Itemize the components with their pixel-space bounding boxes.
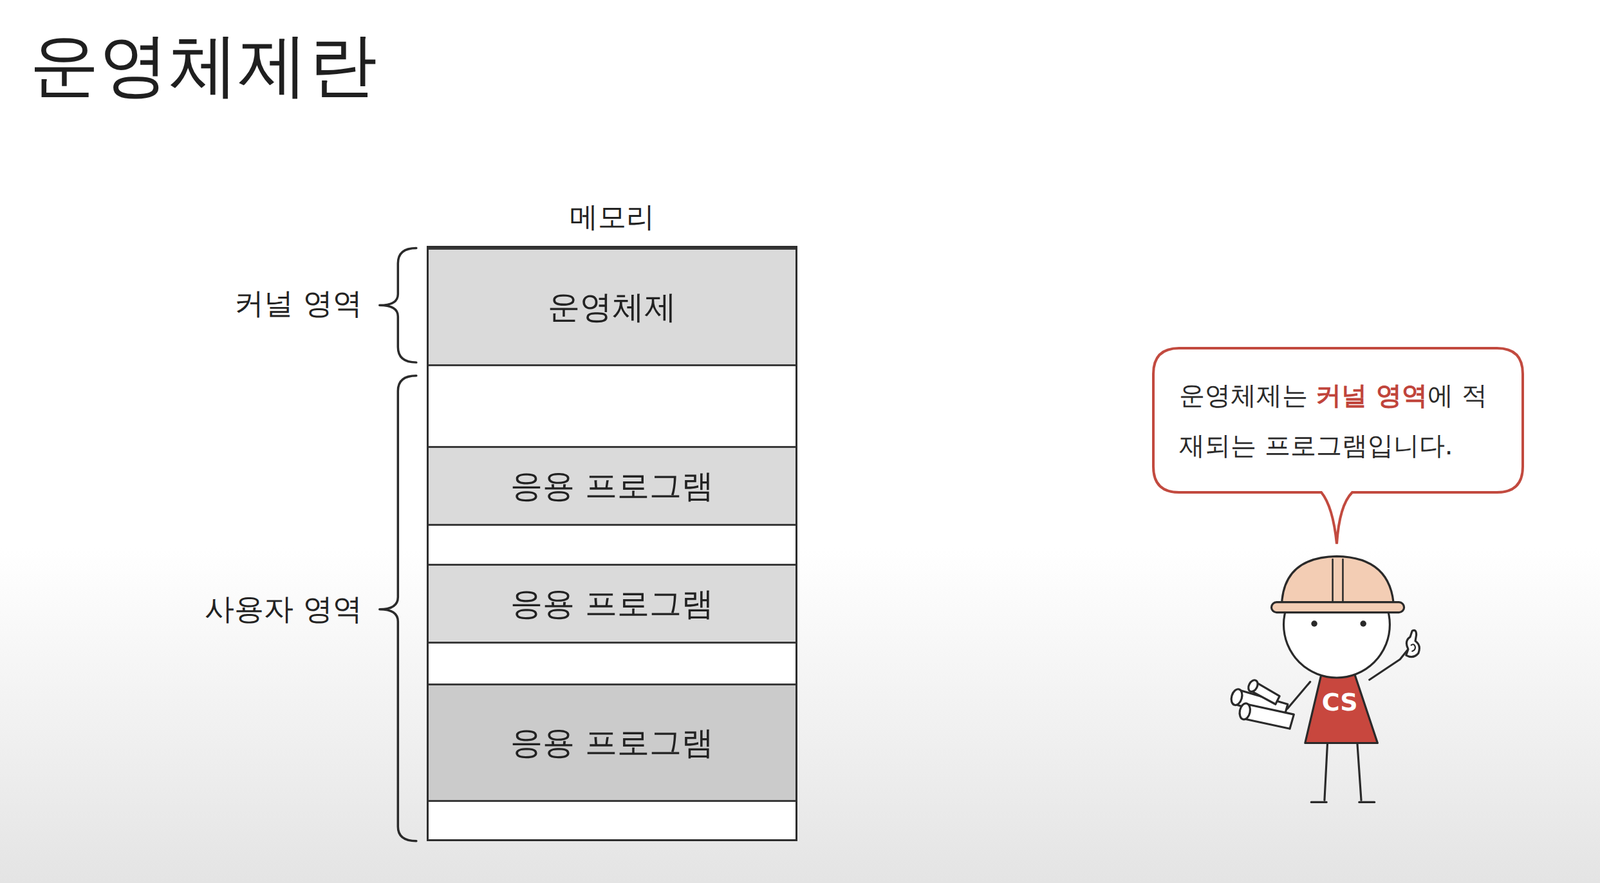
bubble-text: 운영체제는	[1179, 380, 1308, 410]
shirt-logo: CS	[1321, 688, 1359, 717]
user-brace	[379, 375, 417, 842]
segment-label: 응용 프로그램	[510, 464, 714, 508]
segment-label: 응용 프로그램	[510, 582, 714, 626]
highlight-text: 커널 영역	[1315, 380, 1428, 410]
memory-segment: 응용 프로그램	[428, 446, 796, 526]
segment-label: 응용 프로그램	[510, 721, 714, 765]
region-label: 커널 영역	[234, 283, 363, 324]
region-label: 사용자 영역	[204, 589, 363, 630]
memory-segment: 운영체제	[428, 247, 796, 367]
cs-character	[1229, 556, 1420, 802]
memory-box: 메모리운영체제응용 프로그램응용 프로그램응용 프로그램	[426, 245, 798, 842]
kernel-brace	[379, 248, 417, 363]
page-title: 운영체제란	[29, 23, 378, 107]
memory-heading: 메모리	[428, 200, 796, 235]
bubble-shape	[1153, 348, 1523, 544]
speech-bubble: 운영체제는커널 영역에 적재되는 프로그램입니다.	[1153, 348, 1523, 493]
memory-segment: 응용 프로그램	[428, 563, 796, 644]
memory-segment: 응용 프로그램	[428, 683, 796, 802]
segment-label: 운영체제	[547, 285, 677, 329]
